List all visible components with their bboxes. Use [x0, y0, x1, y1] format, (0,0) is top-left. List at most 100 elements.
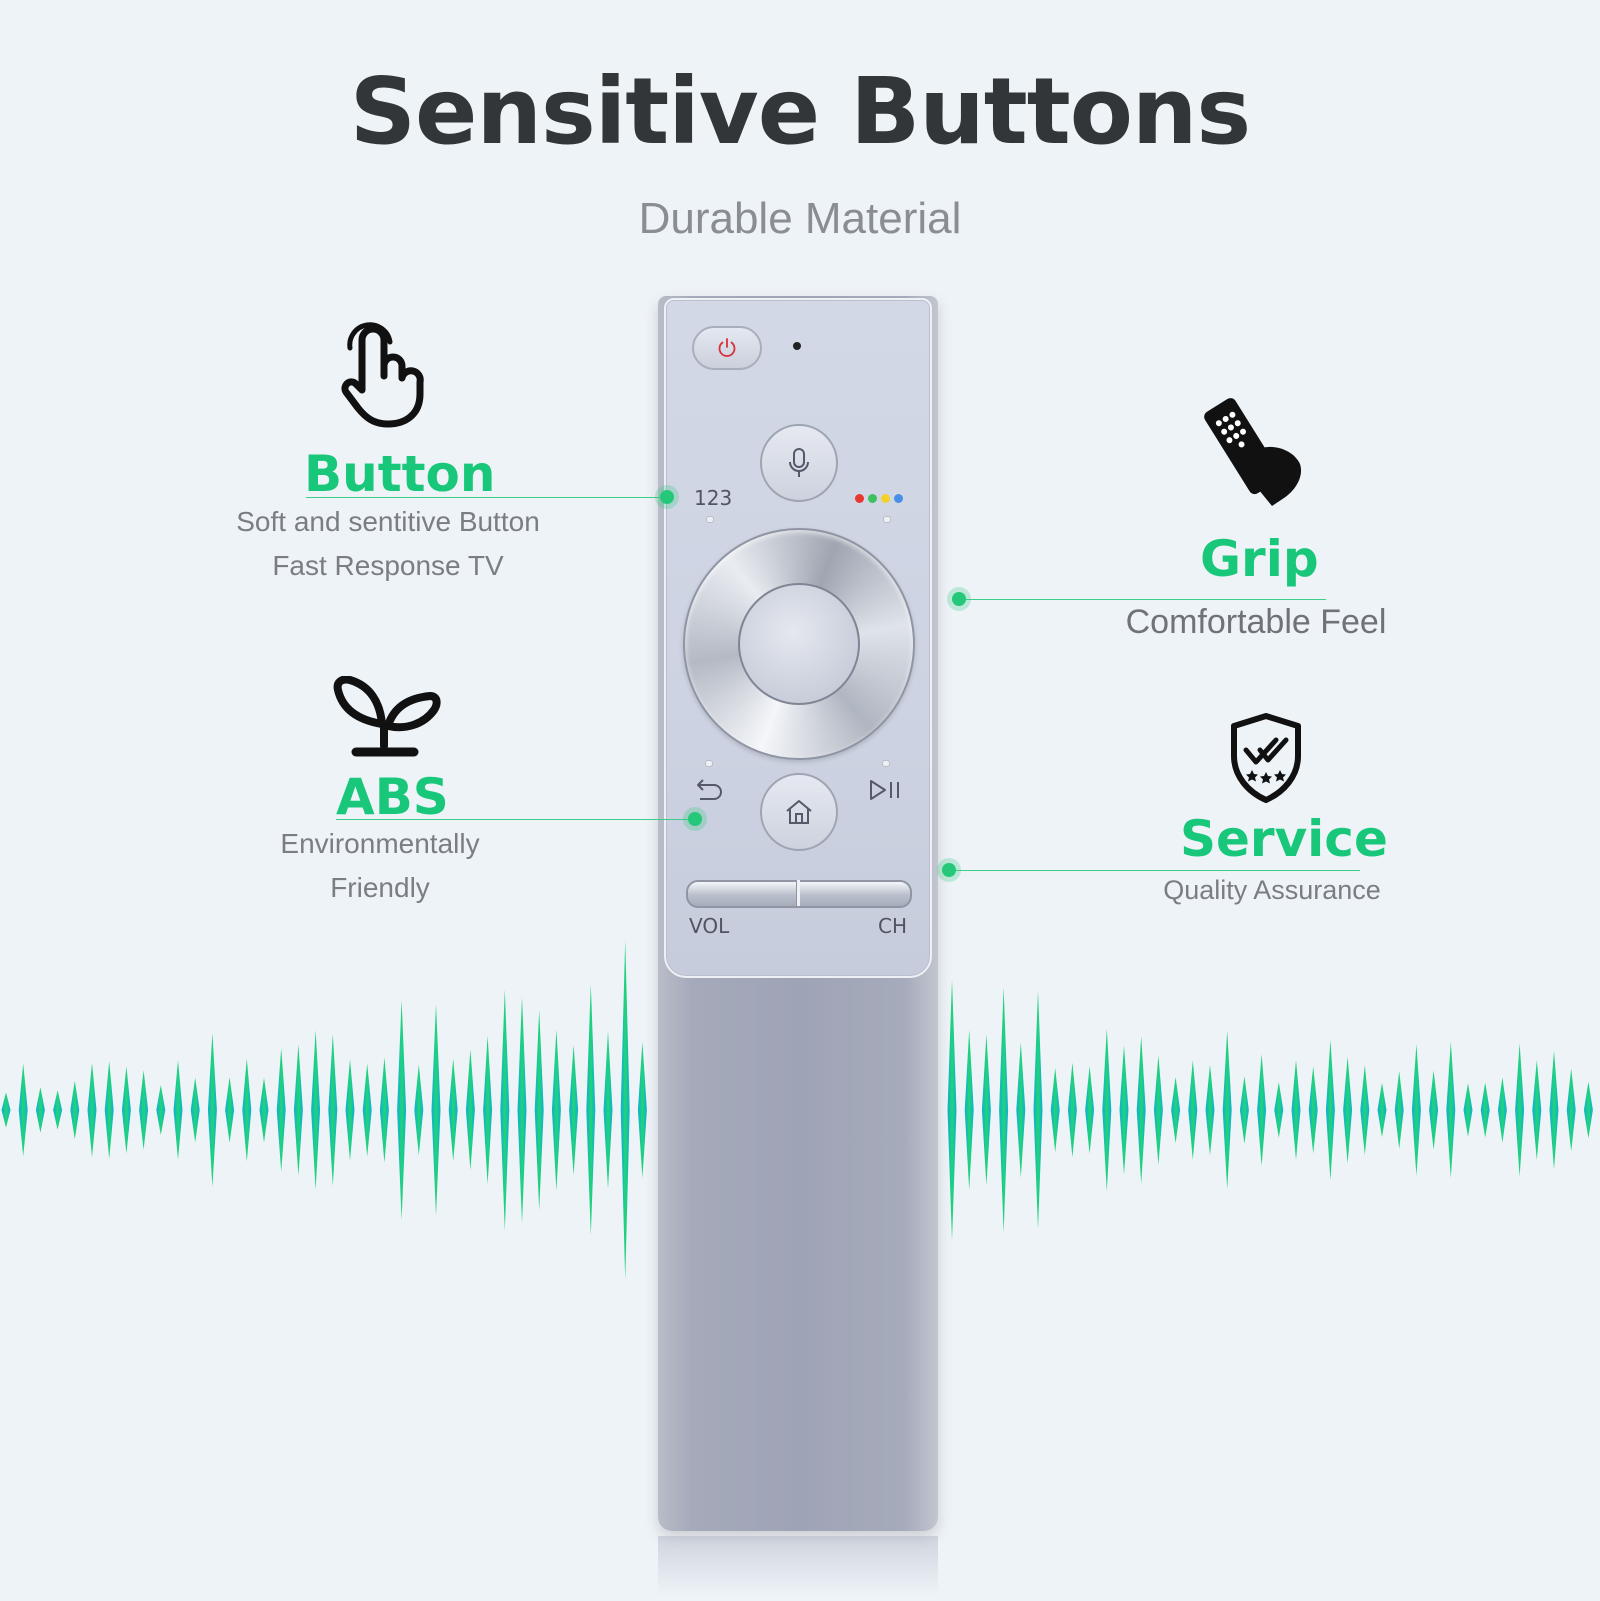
microphone-icon — [789, 448, 809, 477]
wave-bar — [1515, 1043, 1525, 1177]
direction-ring[interactable] — [683, 528, 915, 760]
wave-bar — [259, 1077, 269, 1143]
wave-bar — [173, 1060, 183, 1160]
color-key-green — [868, 494, 877, 503]
wave-bar — [637, 1042, 647, 1178]
wave-bar — [947, 979, 957, 1241]
leader-line-button — [306, 497, 666, 498]
wave-bar — [1497, 1077, 1507, 1143]
wave-bar — [1239, 1076, 1249, 1144]
wave-bar — [1291, 1060, 1301, 1160]
home-icon — [786, 800, 812, 824]
wave-bar — [1343, 1056, 1353, 1164]
home-button[interactable] — [760, 773, 838, 851]
wave-bar — [1016, 1042, 1026, 1178]
wave-bar — [1583, 1081, 1593, 1139]
wave-bar — [1463, 1083, 1473, 1137]
channel-label: CH — [878, 914, 908, 938]
color-key-blue — [894, 494, 903, 503]
wave-bar — [293, 1044, 303, 1176]
pointer-hand-icon — [341, 322, 424, 428]
sprout-icon — [333, 676, 441, 757]
wave-bar — [1394, 1071, 1404, 1149]
wave-bar — [225, 1077, 235, 1143]
play-pause-icon[interactable] — [868, 778, 904, 802]
power-icon — [718, 338, 736, 357]
button-nub — [706, 516, 714, 523]
power-button[interactable] — [692, 326, 762, 370]
wave-bar — [569, 1044, 579, 1176]
wave-bar — [1308, 1066, 1318, 1154]
rocker-divider — [796, 880, 800, 906]
wave-bar — [1188, 1060, 1198, 1160]
page-subtitle: Durable Material — [638, 194, 962, 243]
color-key-yellow — [881, 494, 890, 503]
back-icon[interactable] — [694, 776, 726, 802]
wave-bar — [1446, 1041, 1456, 1179]
wave-bar — [1205, 1064, 1215, 1156]
volume-label: VOL — [689, 914, 730, 938]
wave-bar — [448, 1058, 458, 1162]
wave-bar — [190, 1077, 200, 1143]
callout-dot-button — [660, 490, 674, 504]
indicator-led — [793, 342, 801, 350]
wave-bar — [981, 1034, 991, 1186]
wave-bar — [534, 1009, 544, 1211]
wave-bar — [1222, 1030, 1232, 1190]
wave-bar — [139, 1070, 149, 1150]
wave-bar — [1153, 1055, 1163, 1165]
wave-bar — [1, 1092, 11, 1128]
wave-bar — [1257, 1054, 1267, 1166]
wave-bar — [379, 1057, 389, 1163]
voice-button[interactable] — [760, 424, 838, 502]
wave-bar — [1429, 1070, 1439, 1150]
leader-line-grip — [956, 599, 1326, 600]
callout-dot-service — [942, 863, 956, 877]
wave-bar — [276, 1048, 286, 1172]
feature-desc-service: Quality Assurance — [1163, 875, 1381, 905]
wave-bar — [1480, 1082, 1490, 1138]
feature-title-service: Service — [1180, 810, 1388, 868]
hand-holding-remote-icon — [1204, 398, 1302, 506]
leader-line-service — [946, 870, 1360, 871]
feature-desc-grip: Comfortable Feel — [1125, 603, 1387, 641]
wave-bar — [517, 996, 527, 1224]
wave-bar — [1377, 1082, 1387, 1138]
wave-bar — [431, 1004, 441, 1216]
wave-bar — [397, 1000, 407, 1220]
wave-bar — [500, 989, 510, 1231]
wave-bar — [1033, 990, 1043, 1230]
color-keys-button[interactable] — [855, 494, 903, 503]
wave-bar — [328, 1034, 338, 1186]
wave-bar — [121, 1066, 131, 1154]
wave-bar — [70, 1080, 80, 1140]
leader-line-abs — [336, 819, 690, 820]
wave-bar — [1050, 1067, 1060, 1153]
feature-title-abs: ABS — [336, 768, 449, 826]
wave-bar — [345, 1059, 355, 1161]
sound-wave-graphic — [1, 940, 1593, 1280]
wave-bar — [207, 1033, 217, 1187]
button-nub — [882, 760, 890, 767]
wave-bar — [964, 1029, 974, 1191]
wave-bar — [1171, 1076, 1181, 1144]
wave-bar — [362, 1063, 372, 1157]
wave-bar — [156, 1085, 166, 1135]
wave-bar — [586, 984, 596, 1236]
numbers-button-label[interactable]: 123 — [694, 486, 733, 510]
wave-bar — [104, 1061, 114, 1159]
wave-bar — [1067, 1062, 1077, 1158]
select-button[interactable] — [738, 583, 860, 705]
wave-bar — [1549, 1050, 1559, 1170]
wave-bar — [1085, 1066, 1095, 1154]
wave-bar — [1532, 1060, 1542, 1160]
remote-reflection — [658, 1536, 938, 1596]
feature-desc-button: Soft and sentitive Button Fast Response … — [236, 506, 540, 581]
wave-bar — [620, 940, 630, 1280]
wave-bar — [551, 1029, 561, 1191]
wave-bar — [1274, 1082, 1284, 1138]
wave-bar — [1411, 1044, 1421, 1176]
wave-bar — [1102, 1028, 1112, 1192]
feature-title-grip: Grip — [1200, 530, 1319, 588]
